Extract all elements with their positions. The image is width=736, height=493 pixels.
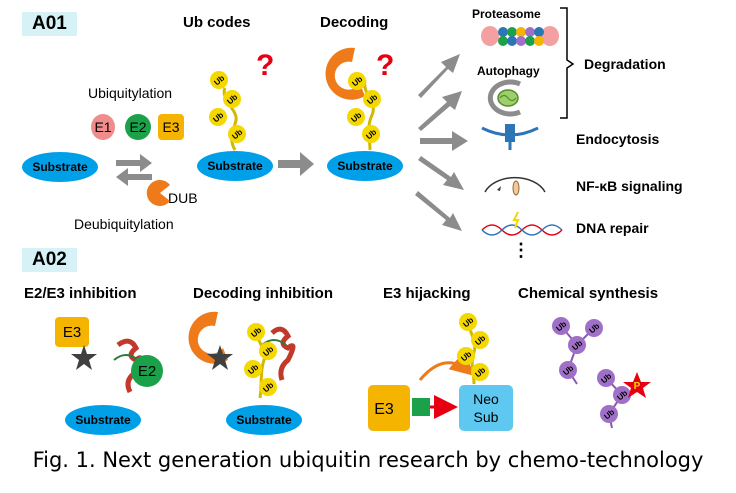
section-a01-label: A01: [22, 12, 77, 36]
e2-enzyme-a02: E2: [131, 355, 163, 387]
dub-enzyme: [146, 180, 170, 206]
svg-text:P: P: [634, 381, 641, 392]
svg-text:E3: E3: [63, 324, 81, 341]
substrate-1: Substrate: [22, 152, 98, 182]
svg-text:E2: E2: [129, 119, 146, 135]
section-a02-label: A02: [22, 248, 77, 272]
svg-text:Substrate: Substrate: [337, 159, 393, 173]
proteasome-icon: [481, 26, 559, 46]
dna-icon: [481, 211, 563, 236]
svg-text:E2: E2: [138, 363, 156, 380]
more-outcomes-ellipsis: ⋮: [512, 240, 530, 260]
svg-text:Neo: Neo: [473, 391, 499, 407]
e2e3-inhibition-heading: E2/E3 inhibition: [24, 285, 137, 302]
substrate-a02-2: Substrate: [226, 405, 302, 435]
autophagy-icon: [487, 79, 522, 117]
reverse-arrow: [116, 168, 152, 186]
e1-enzyme: E1: [91, 114, 115, 140]
svg-text:Substrate: Substrate: [32, 160, 88, 174]
svg-text:E1: E1: [94, 119, 111, 135]
degrader-molecule: [412, 398, 430, 416]
degradation-label: Degradation: [584, 56, 666, 72]
substrate-a02-1: Substrate: [65, 405, 141, 435]
outcome-arrows: [415, 54, 468, 231]
decoding-heading: Decoding: [320, 14, 389, 31]
svg-text:E3: E3: [162, 119, 179, 135]
forward-arrow: [116, 154, 152, 172]
phospho-star: P: [623, 372, 651, 398]
e2-enzyme: E2: [125, 114, 151, 140]
question-mark-1: ?: [256, 49, 274, 82]
endocytosis-icon: [481, 124, 539, 150]
inhibitor-star-1: [71, 345, 97, 370]
decoding-inhibition-complex: Ub Ub Ub Ub: [188, 311, 338, 402]
decoding-inhibition-heading: Decoding inhibition: [193, 285, 333, 302]
decode-arrow: [278, 152, 314, 176]
svg-text:E3: E3: [374, 401, 394, 418]
svg-text:Sub: Sub: [474, 409, 499, 425]
nfkb-label: NF-κB signaling: [576, 178, 683, 194]
nfkb-icon: [484, 176, 546, 196]
ubiquitylation-label: Ubiquitylation: [88, 85, 173, 101]
synthetic-ub-chain-2: Ub Ub Ub: [597, 369, 631, 429]
svg-text:Substrate: Substrate: [236, 413, 292, 427]
autophagy-label: Autophagy: [477, 64, 540, 78]
svg-text:Substrate: Substrate: [75, 413, 131, 427]
decoding-complex: Ub Ub Ub Ub: [325, 47, 405, 151]
synthetic-ub-chain-1: Ub Ub Ub Ub: [552, 317, 603, 385]
svg-text:Substrate: Substrate: [207, 159, 263, 173]
substrate-2: Substrate: [197, 151, 273, 181]
ub-codes-heading: Ub codes: [183, 14, 251, 31]
endocytosis-label: Endocytosis: [576, 131, 660, 147]
dna-repair-label: DNA repair: [576, 220, 649, 236]
chemical-synthesis-heading: Chemical synthesis: [518, 285, 659, 302]
e3-hijacking-complex: Ub Ub Ub Ub: [418, 313, 489, 385]
e3-hijacking-heading: E3 hijacking: [383, 285, 471, 302]
substrate-3: Substrate: [327, 151, 403, 181]
figure-caption: Fig. 1. Next generation ubiquitin resear…: [32, 448, 704, 472]
e3-ligase-hijack: E3: [368, 385, 410, 431]
proteasome-label: Proteasome: [472, 7, 541, 21]
neo-substrate: Neo Sub: [459, 385, 513, 431]
degradation-bracket: [560, 7, 575, 119]
dub-label: DUB: [168, 190, 198, 206]
ub-chain-1: Ub Ub Ub Ub: [209, 71, 246, 151]
question-mark-2: ?: [376, 49, 394, 82]
e3-enzyme-a02: E3: [55, 317, 89, 347]
e3-enzyme: E3: [158, 114, 184, 140]
deubiquitylation-label: Deubiquitylation: [74, 216, 174, 232]
